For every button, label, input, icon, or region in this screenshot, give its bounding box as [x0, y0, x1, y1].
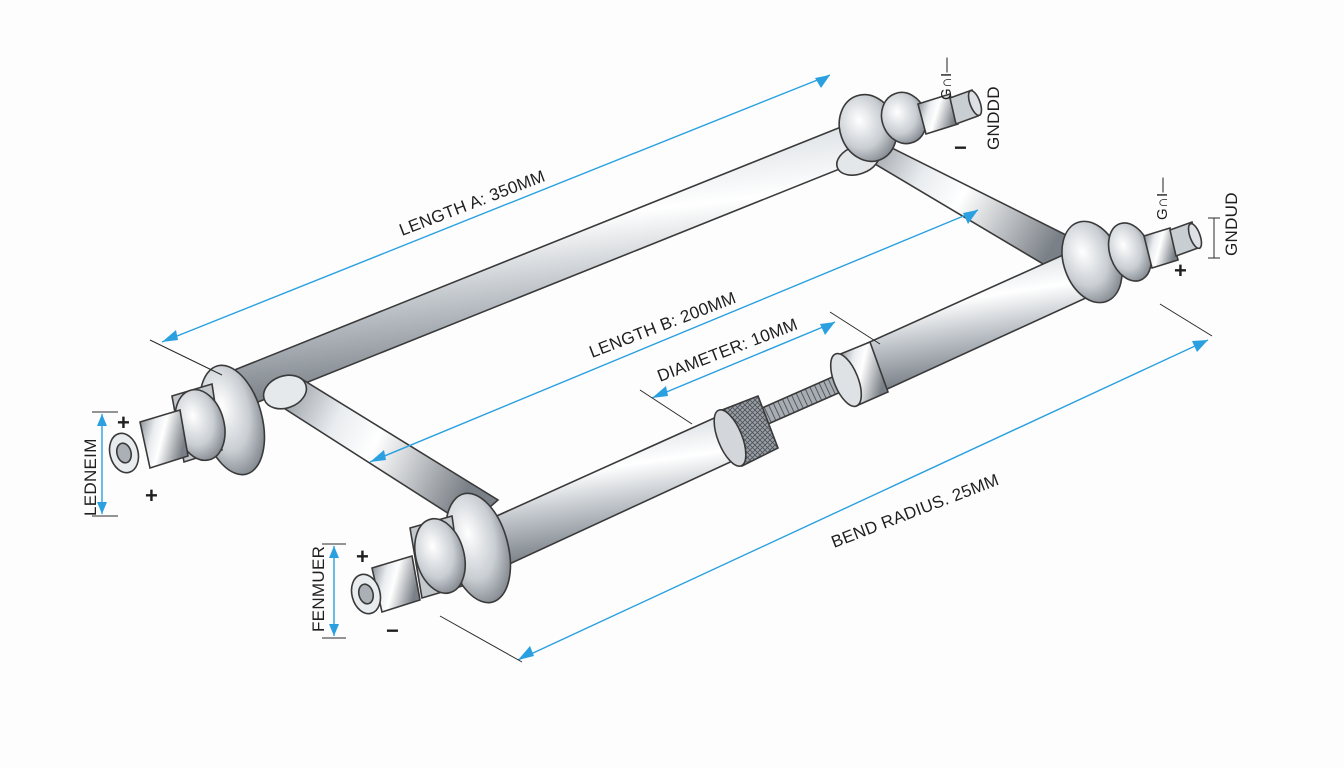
polarity-left-bottom: + — [145, 483, 158, 508]
dimension-bend-radius — [439, 303, 1213, 663]
label-bend-radius: BEND RADIUS. 25MM — [829, 470, 1002, 552]
label-top-right-tiny: G∩I— — [938, 57, 955, 100]
dimension-right-vertical — [1208, 217, 1220, 259]
dimension-length-a — [149, 74, 831, 376]
dimension-bottom-vertical — [322, 543, 346, 639]
label-top-right-end: GNDDD — [984, 86, 1003, 150]
end-fitting-right — [1061, 220, 1203, 304]
back-long-tube — [220, 115, 884, 412]
polarity-right: + — [1174, 258, 1187, 283]
polarity-bottom-bottom: − — [386, 618, 399, 643]
end-fitting-bottom — [350, 492, 512, 615]
threaded-coupling — [713, 340, 890, 468]
polarity-top-right: − — [954, 135, 967, 160]
end-fitting-left — [108, 364, 266, 476]
dimension-diameter — [639, 311, 881, 425]
label-bottom-end: FENMUER — [309, 546, 328, 632]
label-right-tiny: G∩I— — [1154, 177, 1171, 220]
label-length-a: LENGTH A: 350MM — [397, 167, 548, 240]
dimension-left-vertical — [92, 411, 118, 517]
end-fitting-top-right — [838, 88, 983, 163]
polarity-left-top: + — [117, 410, 130, 435]
polarity-bottom-top: + — [356, 544, 369, 569]
label-right-end: GNDUD — [1222, 192, 1241, 256]
dimension-length-b — [369, 209, 979, 463]
label-left-end: LEDNEIM — [81, 438, 100, 516]
